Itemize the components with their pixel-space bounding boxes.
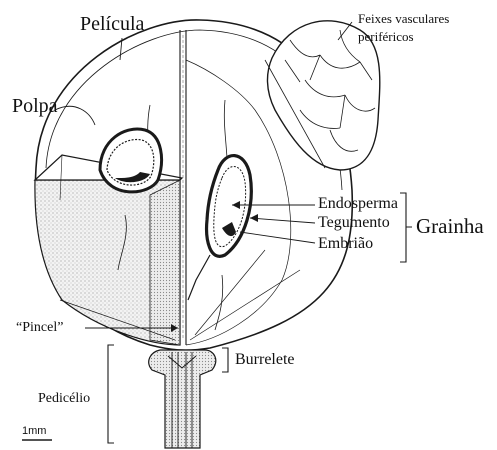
- label-feixes-line2: periféricos: [358, 30, 414, 45]
- label-tegumento: Tegumento: [318, 215, 390, 231]
- label-pincel: “Pincel”: [16, 321, 63, 335]
- pedicel: [149, 350, 216, 448]
- grainha-bracket: [400, 193, 412, 262]
- burrelete-bracket: [222, 348, 228, 372]
- label-polpa: Polpa: [12, 96, 58, 116]
- label-burrelete: Burrelete: [235, 352, 295, 368]
- label-feixes-line1: Feixes vasculares: [358, 12, 449, 27]
- label-pedicelio: Pedicélio: [38, 392, 90, 406]
- label-grainha: Grainha: [416, 216, 484, 237]
- label-embriao: Embrião: [318, 236, 373, 252]
- label-scale: 1mm: [22, 426, 46, 437]
- cut-face-edge: [150, 180, 180, 345]
- label-endosperma: Endosperma: [318, 196, 398, 212]
- label-pelicula: Película: [80, 14, 144, 34]
- pedicelio-bracket: [108, 345, 114, 443]
